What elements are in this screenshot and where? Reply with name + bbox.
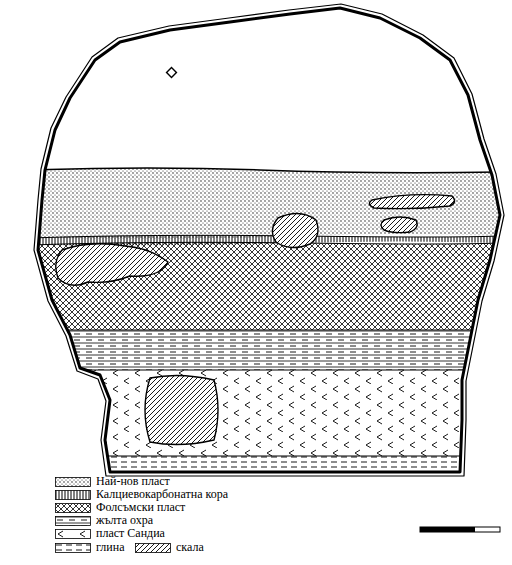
legend-entry: Калциевокарбонатна кора xyxy=(55,488,228,501)
legend-swatch xyxy=(55,516,91,526)
datum-marker xyxy=(167,68,177,78)
legend-label: Калциевокарбонатна кора xyxy=(96,488,228,501)
legend-entry: Фолсъмски пласт xyxy=(55,501,185,514)
legend-entry: глина xyxy=(55,541,124,554)
legend-label: глина xyxy=(96,541,124,554)
rock-blobs xyxy=(56,195,455,445)
cave-wall xyxy=(38,8,500,472)
cave-wall-outer xyxy=(34,4,504,476)
legend-entry: скала xyxy=(135,541,204,554)
legend-swatch xyxy=(55,477,91,487)
legend-swatch xyxy=(55,529,91,539)
legend-label: Фолсъмски пласт xyxy=(96,501,185,514)
legend-label: пласт Сандиа xyxy=(96,527,165,540)
legend-label: жълта охра xyxy=(96,514,153,527)
legend-swatch xyxy=(135,543,171,553)
legend-entry: Най-нов пласт xyxy=(55,475,170,488)
legend-entry: жълта охра xyxy=(55,514,153,527)
scale-bar xyxy=(420,527,500,532)
legend-swatch xyxy=(55,543,91,553)
legend-swatch xyxy=(55,503,91,513)
legend-label: Най-нов пласт xyxy=(96,475,170,488)
legend-swatch xyxy=(55,490,91,500)
legend-entry: пласт Сандиа xyxy=(55,527,165,540)
legend-label: скала xyxy=(176,541,204,554)
